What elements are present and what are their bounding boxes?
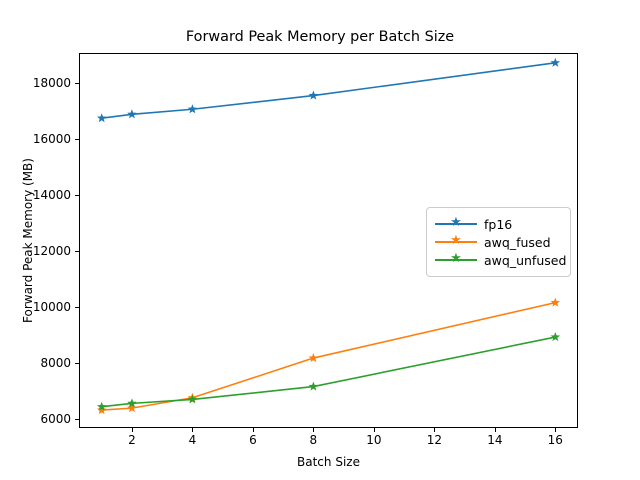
x-tick-mark [555,428,557,432]
legend-swatch: ★ [435,251,477,267]
x-tick-label: 8 [309,433,318,447]
data-point-marker [127,398,137,408]
star-icon: ★ [450,233,462,248]
legend-line [435,241,477,243]
x-tick-label: 16 [547,433,563,447]
y-axis-tick-labels: 6000 8000 10000 12000 14000 16000 18000 [0,0,71,480]
y-tick-mark [75,307,79,309]
data-point-marker [308,381,319,391]
legend-label: fp16 [484,216,513,232]
series-line [101,336,556,408]
y-tick-label: 16000 [32,132,71,147]
chart-title: Forward Peak Memory per Batch Size [185,29,455,45]
data-point-marker [96,113,107,123]
y-tick-label: 8000 [40,356,71,371]
x-tick-mark [373,428,375,432]
axes-frame [79,53,578,428]
legend-item-fp16[interactable]: ★ fp16 [435,215,562,233]
chart-legend: ★ fp16 ★ awq_fused ★ awq_unfused [426,207,571,277]
y-tick-mark [75,363,79,365]
data-point-marker [550,57,561,67]
series-awq_fused [96,297,561,415]
y-tick-label: 18000 [32,76,71,91]
legend-line [435,223,477,225]
legend-swatch: ★ [435,233,477,249]
data-point-marker [187,394,198,404]
data-point-marker [127,109,137,119]
x-tick-label: 2 [128,433,136,447]
star-icon: ★ [450,251,462,266]
y-tick-label: 6000 [40,412,71,427]
x-tick-label: 4 [188,433,197,447]
data-point-marker [96,401,107,411]
x-tick-mark [313,428,315,432]
plot-area [96,57,561,415]
x-tick-label: 10 [366,433,382,447]
data-point-marker [550,332,561,342]
x-tick-label: 12 [426,433,442,447]
x-tick-mark [131,428,133,432]
y-axis-label: Forward Peak Memory (MB) [21,158,35,323]
x-axis-label: Batch Size [297,455,360,469]
star-icon: ★ [450,215,462,230]
legend-swatch: ★ [435,215,477,231]
y-tick-mark [75,195,79,197]
y-tick-mark [75,251,79,253]
legend-label: awq_unfused [484,252,567,268]
x-tick-mark [494,428,496,432]
y-tick-mark [75,419,79,421]
legend-label: awq_fused [484,234,551,250]
x-tick-label: 14 [487,433,503,447]
y-tick-mark [75,139,79,141]
data-point-marker [308,353,319,363]
y-tick-label: 14000 [32,188,71,203]
series-line [101,61,556,120]
x-tick-label: 6 [249,433,257,447]
x-tick-mark [434,428,436,432]
y-tick-mark [75,83,79,85]
data-point-marker [550,297,561,307]
y-tick-label: 10000 [32,300,71,315]
data-point-marker [187,104,198,114]
series-line [101,301,556,411]
x-tick-mark [252,428,254,432]
data-point-marker [96,405,107,415]
data-point-marker [127,403,137,413]
legend-item-awq_fused[interactable]: ★ awq_fused [435,233,562,251]
x-tick-mark [192,428,194,432]
data-point-marker [308,90,319,100]
series-fp16 [96,57,561,123]
series-awq_unfused [96,332,561,411]
y-tick-label: 12000 [32,244,71,259]
legend-item-awq_unfused[interactable]: ★ awq_unfused [435,251,566,269]
legend-line [435,259,477,261]
